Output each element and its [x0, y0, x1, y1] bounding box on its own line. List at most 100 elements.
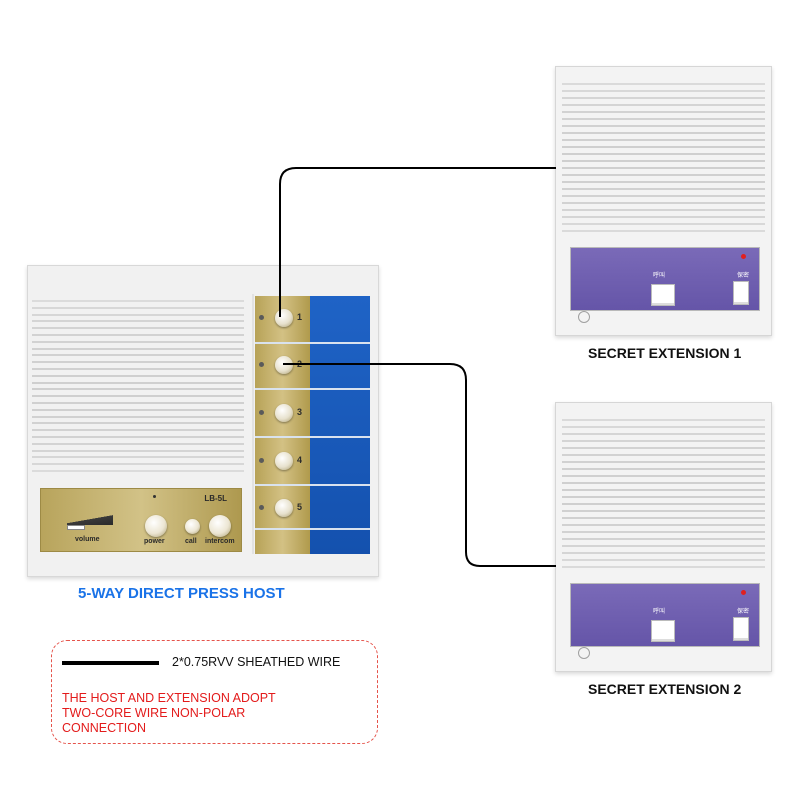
- grille-slat: [32, 436, 244, 438]
- grille-slat: [562, 433, 765, 435]
- extension-unit-1: 呼叫 保密: [555, 66, 772, 336]
- call-button[interactable]: [185, 519, 200, 534]
- line-button-number: 2: [297, 359, 303, 369]
- grille-slat: [32, 442, 244, 445]
- wire-legend-line: [62, 661, 159, 665]
- extension-secret-label: 保密: [736, 609, 749, 615]
- grille-slat: [562, 104, 765, 106]
- extension-secret-button[interactable]: [733, 617, 749, 641]
- grille-slat: [562, 545, 765, 547]
- grille-slat: [32, 408, 244, 411]
- extension-call-button[interactable]: [651, 620, 675, 642]
- grille-slat: [32, 449, 244, 452]
- extension-2-title: SECRET EXTENSION 2: [588, 681, 742, 697]
- grille-slat: [32, 415, 244, 418]
- grille-slat: [562, 202, 765, 204]
- line-led-3: [259, 410, 264, 415]
- host-divider: [252, 294, 254, 554]
- wire-spec-label: 2*0.75RVV SHEATHED WIRE: [172, 655, 341, 669]
- grille-slat: [32, 395, 244, 398]
- intercom-label: intercom: [205, 538, 235, 545]
- volume-slider-track: [67, 515, 113, 525]
- row-separator: [255, 388, 370, 390]
- line-button-5[interactable]: [275, 499, 293, 517]
- row-separator: [255, 528, 370, 530]
- intercom-button[interactable]: [209, 515, 231, 537]
- host-blue-strip: [310, 296, 370, 554]
- extension-led: [741, 254, 746, 259]
- line-button-number: 5: [297, 502, 303, 512]
- line-button-4[interactable]: [275, 452, 293, 470]
- grille-slat: [562, 489, 765, 491]
- grille-slat: [562, 111, 765, 113]
- grille-slat: [562, 475, 765, 477]
- line-button-2[interactable]: [275, 356, 293, 374]
- wiring-legend: 2*0.75RVV SHEATHED WIRE THE HOST AND EXT…: [51, 640, 378, 744]
- connection-note: THE HOST AND EXTENSION ADOPT TWO-CORE WI…: [62, 691, 312, 736]
- extension-1-title: SECRET EXTENSION 1: [588, 345, 742, 361]
- grille-slat: [562, 223, 765, 225]
- line-button-number: 4: [297, 455, 303, 465]
- grille-slat: [32, 320, 244, 323]
- grille-slat: [562, 510, 765, 512]
- grille-slat: [32, 388, 244, 391]
- grille-slat: [562, 139, 765, 141]
- grille-slat: [32, 340, 244, 343]
- host-speaker-grille: [28, 294, 248, 474]
- power-button[interactable]: [145, 515, 167, 537]
- line-led-4: [259, 458, 264, 463]
- line-led-5: [259, 505, 264, 510]
- grille-slat: [562, 230, 765, 232]
- grille-slat: [32, 361, 244, 364]
- connection-note-line: CONNECTION: [62, 721, 147, 735]
- grille-slat: [32, 354, 244, 357]
- grille-slat: [562, 468, 765, 470]
- power-label: power: [144, 538, 165, 545]
- extension-secret-label: 保密: [736, 273, 749, 279]
- grille-slat: [562, 482, 765, 484]
- extension-control-panel: 呼叫 保密: [570, 247, 760, 311]
- line-button-number: 3: [297, 407, 303, 417]
- grille-slat: [562, 559, 765, 561]
- grille-slat: [562, 503, 765, 505]
- grille-slat: [562, 188, 765, 190]
- grille-slat: [562, 90, 765, 92]
- grille-slat: [32, 381, 244, 384]
- line-button-3[interactable]: [275, 404, 293, 422]
- grille-slat: [32, 334, 244, 336]
- grille-slat: [562, 167, 765, 169]
- grille-slat: [562, 524, 765, 526]
- grille-slat: [562, 125, 765, 127]
- grille-slat: [32, 429, 244, 432]
- line-button-1[interactable]: [275, 309, 293, 327]
- grille-slat: [562, 496, 765, 498]
- grille-slat: [32, 313, 244, 316]
- grille-slat: [562, 552, 765, 554]
- line-button-number: 1: [297, 312, 303, 322]
- extension-led: [741, 590, 746, 595]
- grille-slat: [562, 566, 765, 568]
- grille-slat: [32, 402, 244, 404]
- grille-slat: [32, 368, 244, 370]
- grille-slat: [562, 181, 765, 183]
- grille-slat: [562, 146, 765, 148]
- microphone-icon: [578, 647, 590, 659]
- extension-speaker-grille: [556, 413, 771, 573]
- grille-slat: [32, 347, 244, 350]
- grille-slat: [562, 517, 765, 519]
- extension-speaker-grille: [556, 77, 771, 237]
- volume-slider-handle[interactable]: [67, 525, 85, 530]
- row-separator: [255, 342, 370, 344]
- grille-slat: [32, 374, 244, 377]
- row-separator: [255, 484, 370, 486]
- grille-slat: [562, 447, 765, 449]
- extension-call-button[interactable]: [651, 284, 675, 306]
- grille-slat: [562, 440, 765, 442]
- grille-slat: [562, 454, 765, 456]
- grille-slat: [562, 426, 765, 428]
- extension-secret-button[interactable]: [733, 281, 749, 305]
- host-model-label: LB-5L: [204, 494, 227, 503]
- extension-call-label: 呼叫: [653, 609, 666, 615]
- volume-label: volume: [75, 536, 100, 543]
- host-unit: 1 2 3 4 5 LB-5L volume power call interc…: [27, 265, 379, 577]
